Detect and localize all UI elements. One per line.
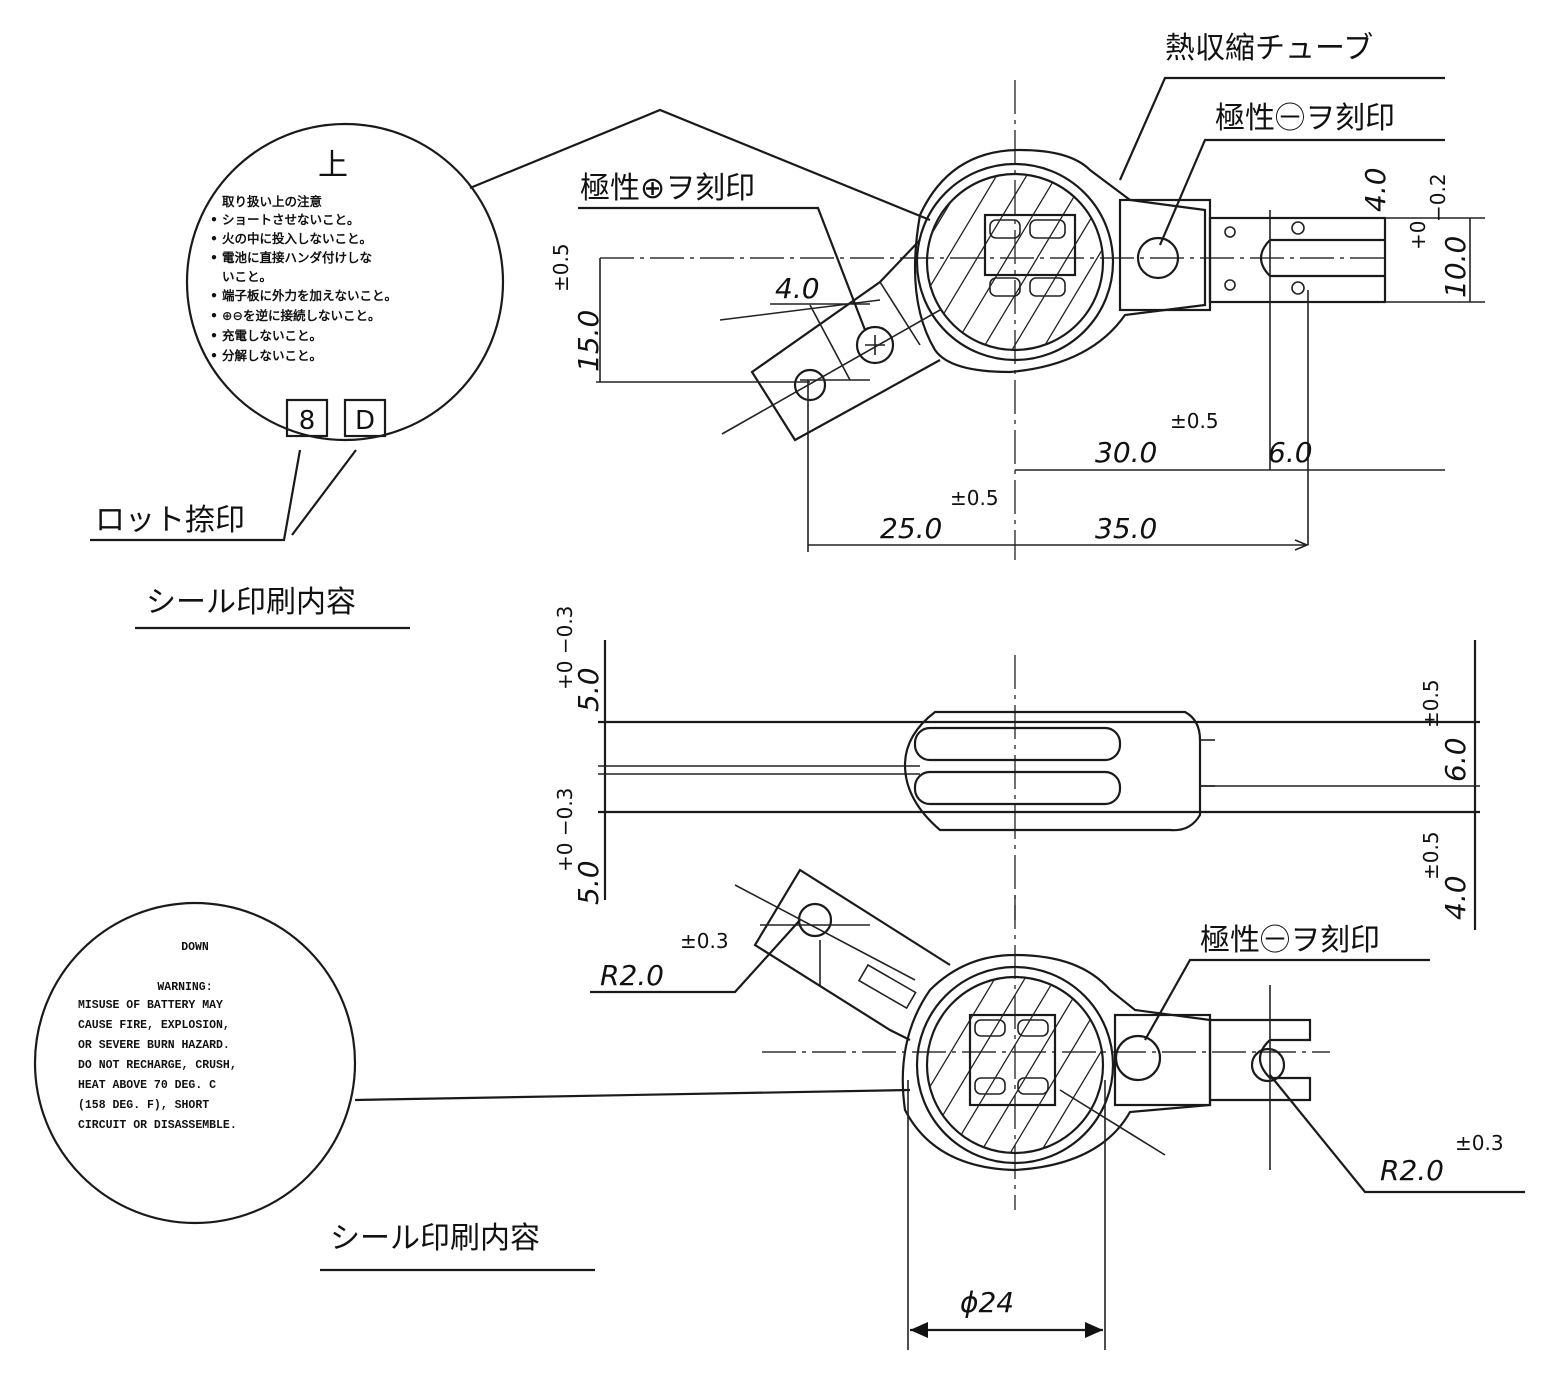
seal-top-line: ショートさせないこと。 [222,212,360,227]
dim-10-tol-minus: −0.2 [1426,173,1450,222]
seal-top-line: いこと。 [222,269,272,284]
svg-text:•: • [210,348,218,363]
seal-bottom-line: HEAT ABOVE 70 DEG. C [78,1079,216,1092]
dim-6-0: 6.0 [1268,436,1313,469]
seal-top-header: 上 [318,148,348,183]
battery-side-view [598,640,1480,930]
lot-stamp-label: ロット捺印 [95,503,245,538]
r-left: R2.0 [600,959,664,992]
dim-4-0-side-tol: ±0.5 [1419,831,1443,880]
dim-5-0-lower: 5.0 [572,860,605,905]
dim-5-0-upper: 5.0 [572,667,605,712]
seal-print-content-label: シール印刷内容 [146,585,356,620]
polarity-neg-stamp-label: 極性㊀ヲ刻印 [1215,101,1395,136]
r-right: R2.0 [1380,1154,1444,1187]
dim-25-tol: ±0.5 [950,486,999,510]
seal-bottom-line: CIRCUIT OR DISASSEMBLE. [78,1119,237,1132]
seal-top-title: 取り扱い上の注意 [222,194,322,209]
dim-4-0-top: 4.0 [775,272,820,305]
seal-top-line: 端子板に外力を加えないこと。 [222,288,397,303]
seal-top-line: 電池に直接ハンダ付けしな [222,250,372,265]
dim-4-0-side: 4.0 [1439,875,1472,920]
seal-top-line: ⊕⊖を逆に接続しないこと。 [222,308,380,323]
seal-bottom-line: DO NOT RECHARGE, CRUSH, [78,1059,237,1072]
seal-top: 上 取り扱い上の注意 • ショートさせないこと。 • 火の中に投入しないこと。 • 電… [185,122,505,442]
dim-25-0: 25.0 [880,512,942,545]
polarity-neg-stamp-bottom-label: 極性㊀ヲ刻印 [1200,923,1380,958]
seal-top-line: 充電しないこと。 [222,328,322,343]
svg-text:•: • [210,308,218,323]
svg-text:•: • [210,250,218,265]
seal-bottom-warning-title: WARNING: [157,981,212,994]
dim-15-0: 15.0 [572,310,605,372]
seal-top-line: 火の中に投入しないこと。 [222,231,372,246]
seal-bottom: DOWN WARNING: MISUSE OF BATTERY MAY CAUS… [33,901,357,1225]
heat-shrink-tube-label: 熱収縮チューブ [1165,31,1373,66]
dim-4-0-right: 4.0 [1359,167,1392,212]
dim-10-tol-plus: +0 [1406,221,1430,250]
seal-bottom-line: (158 DEG. F), SHORT [78,1099,209,1112]
seal-print-content-bottom-label: シール印刷内容 [330,1221,540,1256]
seal-top-line: 分解しないこと。 [222,348,322,363]
svg-text:•: • [210,328,218,343]
seal-bottom-line: CAUSE FIRE, EXPLOSION, [78,1019,230,1032]
lot-code-year: 8 [299,406,316,436]
svg-text:•: • [210,231,218,246]
dim-10-0: 10.0 [1439,236,1472,298]
r-right-tol: ±0.3 [1455,1131,1504,1155]
dim-6-0-side-tol: ±0.5 [1419,679,1443,728]
battery-top-view [600,80,1390,560]
seal-bottom-line: OR SEVERE BURN HAZARD. [78,1039,230,1052]
battery-bottom-view [734,868,1330,1210]
dim-30-0: 30.0 [1095,436,1157,469]
lot-code-month: D [355,406,375,436]
dim-35-0: 35.0 [1095,512,1157,545]
dim-30-tol: ±0.5 [1170,409,1219,433]
dim-5-0-upper-tol: +0 −0.3 [553,606,577,690]
seal-top-lines: • ショートさせないこと。 • 火の中に投入しないこと。 • 電池に直接ハンダ付けしな… [210,212,397,363]
dim-phi-24: ϕ24 [960,1286,1014,1319]
svg-text:•: • [210,288,218,303]
polarity-pos-stamp-label: 極性⊕ヲ刻印 [580,171,755,206]
seal-bottom-line: MISUSE OF BATTERY MAY [78,999,223,1012]
dim-6-0-side: 6.0 [1439,737,1472,782]
dim-15-tol: ±0.5 [549,243,573,292]
r-left-tol: ±0.3 [680,929,729,953]
seal-bottom-header: DOWN [181,941,209,954]
dim-5-0-lower-tol: +0 −0.3 [553,788,577,872]
svg-text:•: • [210,212,218,227]
